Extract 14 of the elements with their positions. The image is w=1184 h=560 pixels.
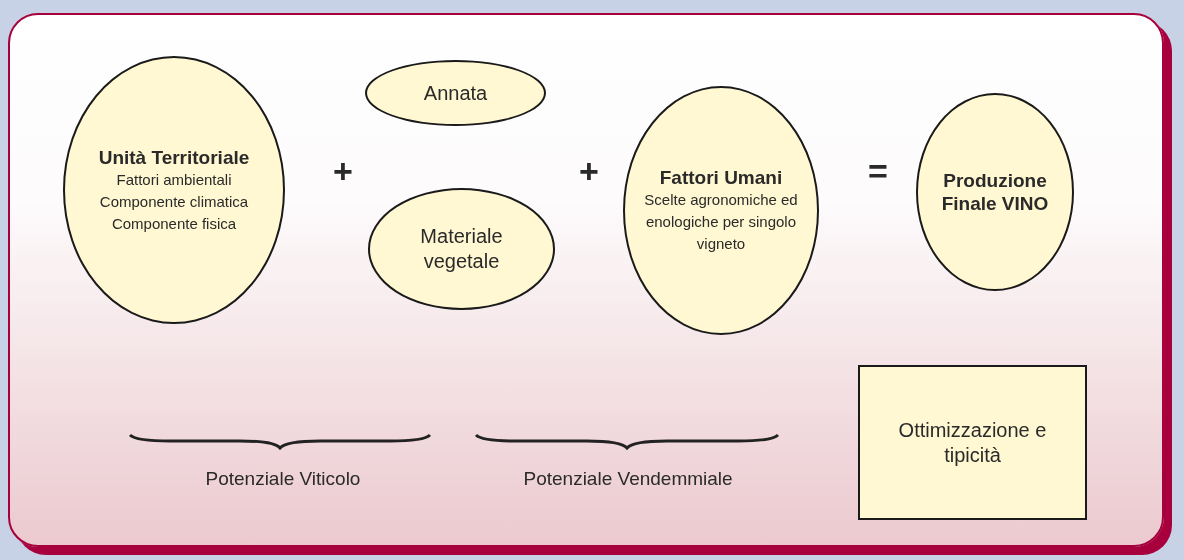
node-title: Produzione Finale VINO	[940, 169, 1050, 215]
operator-sign: =	[868, 152, 888, 191]
node-title: Unità Territoriale	[98, 145, 250, 169]
node-text: Annata	[423, 80, 488, 106]
rectangle-node	[858, 365, 1087, 520]
operator-sign: +	[579, 152, 599, 191]
brace-label: Potenziale Viticolo	[205, 468, 361, 490]
node-text: Materiale vegetale	[419, 224, 504, 274]
node-text: Scelte agronomiche ed enologiche per singolo vigneto	[643, 190, 799, 254]
operator-sign: +	[333, 152, 353, 191]
node-title: Fattori Umani	[659, 166, 783, 189]
brace-label: Potenziale Vendemmiale	[523, 468, 733, 490]
node-text: Ottimizzazione e tipicità	[897, 417, 1048, 468]
node-text: Fattori ambientali Componente climatica Componente fisica	[98, 169, 250, 234]
